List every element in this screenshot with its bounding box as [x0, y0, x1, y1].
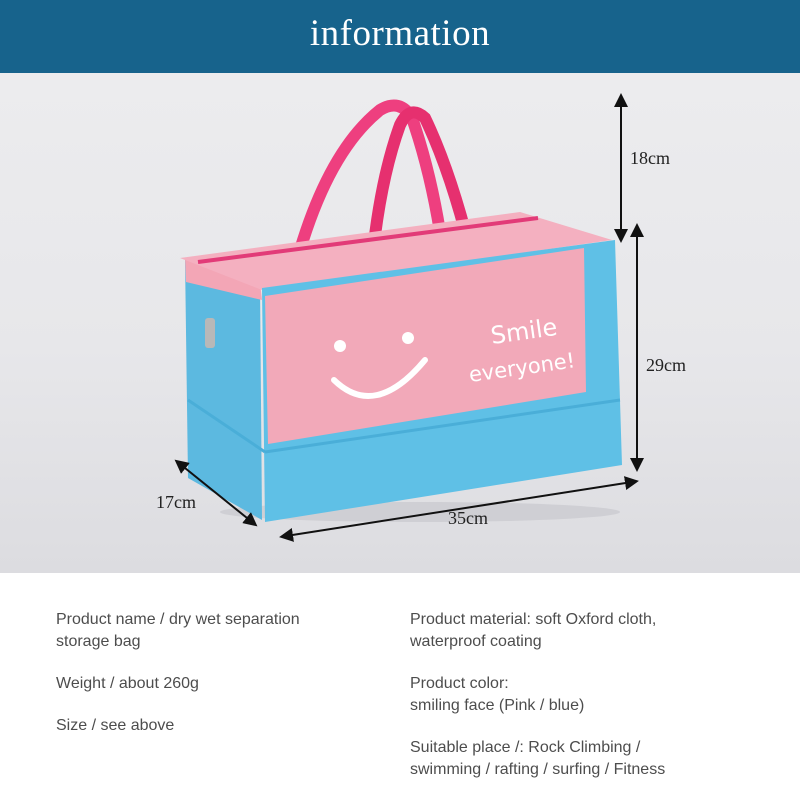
width-arrow	[279, 476, 639, 542]
smiley-mouth	[331, 357, 428, 399]
bag-zipper	[197, 216, 539, 264]
product-photo: Smile everyone! 18cm 29cm 17cm 35cm	[0, 73, 800, 573]
info-suitable-place: Suitable place /: Rock Climbing / swimmi…	[410, 739, 666, 778]
bag-side-top	[185, 258, 262, 300]
info-color: Product color: smiling face (Pink / blue…	[410, 675, 585, 714]
body-height-label: 29cm	[646, 355, 686, 375]
info-size: Size / see above	[56, 717, 175, 734]
depth-label: 17cm	[156, 492, 196, 512]
bag-side-panel	[185, 258, 262, 520]
product-info: Product name / dry wet separation storag…	[0, 573, 800, 800]
header-banner: information	[0, 0, 800, 73]
info-material: Product material: soft Oxford cloth, wat…	[410, 611, 657, 650]
info-column-left: Product name / dry wet separation storag…	[56, 609, 386, 757]
header-title: information	[309, 13, 491, 54]
handle-height-label: 18cm	[630, 148, 670, 168]
info-product-name: Product name / dry wet separation storag…	[56, 611, 300, 650]
bag-handle-back	[294, 99, 446, 256]
bag-illustration: Smile everyone! 18cm 29cm 17cm 35cm	[156, 93, 686, 542]
info-column-right: Product material: soft Oxford cloth, wat…	[410, 609, 770, 801]
info-weight: Weight / about 260g	[56, 675, 199, 692]
bag-handle-front	[366, 106, 476, 268]
depth-arrow	[174, 459, 258, 527]
bag-top-panel	[180, 212, 612, 290]
width-label: 35cm	[448, 508, 488, 528]
zipper-pull-icon	[205, 318, 215, 348]
smiley-eye-right	[402, 332, 414, 344]
bag-front-pink-panel	[265, 248, 586, 444]
bag-compartment-seam	[264, 398, 621, 454]
smiley-eye-left	[334, 340, 346, 352]
